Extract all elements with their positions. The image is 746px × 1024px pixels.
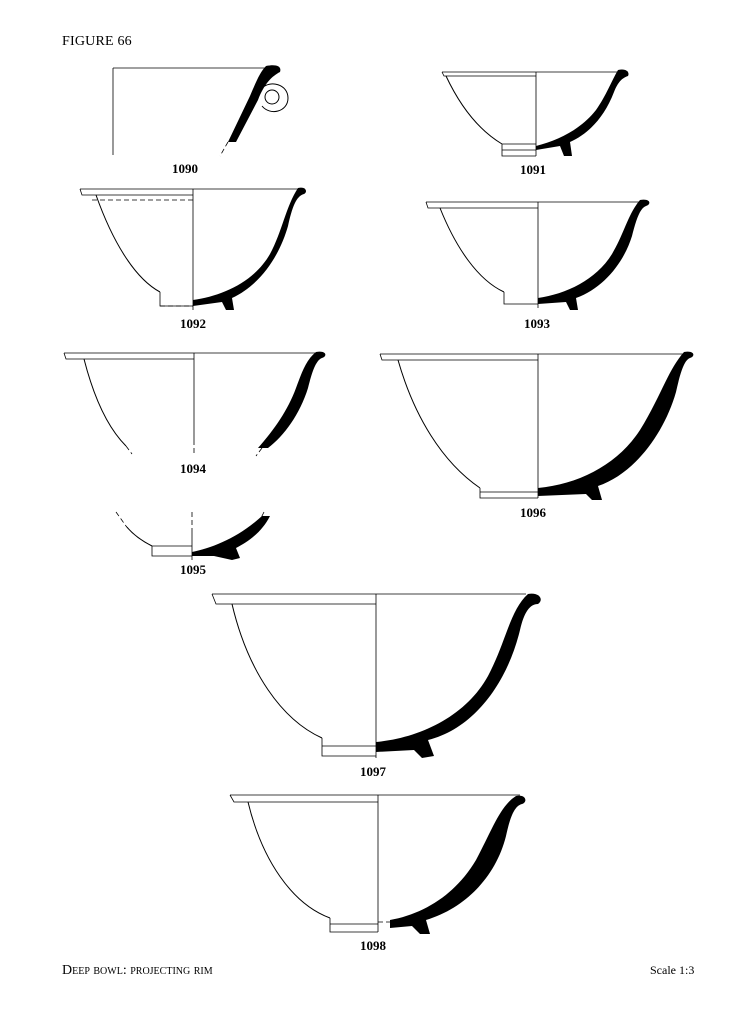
vessel-1090: 1090: [112, 65, 289, 176]
vessel-1092: 1092: [79, 187, 306, 331]
vessel-label-1090: 1090: [172, 161, 198, 176]
figure-label: FIGURE 66: [62, 34, 132, 49]
vessel-1098: 1098: [229, 794, 526, 953]
vessel-label-1093: 1093: [524, 316, 551, 331]
vessel-1097: 1097: [211, 593, 541, 779]
scale-label: Scale 1:3: [650, 963, 695, 977]
vessel-label-1097: 1097: [360, 764, 387, 779]
vessel-label-1096: 1096: [520, 505, 547, 520]
vessel-1096: 1096: [379, 351, 694, 520]
vessel-1093: 1093: [425, 199, 650, 331]
vessel-1094: 1094: [63, 351, 326, 476]
vessel-label-1091: 1091: [520, 162, 546, 177]
vessel-label-1098: 1098: [360, 938, 387, 953]
vessel-label-1095: 1095: [180, 562, 207, 577]
vessel-1091: 1091: [441, 69, 629, 177]
figure-caption: Deep bowl: projecting rim: [62, 963, 213, 979]
vessel-label-1094: 1094: [180, 461, 207, 476]
caption-text: Deep bowl: projecting rim: [62, 963, 213, 978]
vessel-label-1092: 1092: [180, 316, 206, 331]
vessel-1095: 1095: [115, 511, 270, 577]
